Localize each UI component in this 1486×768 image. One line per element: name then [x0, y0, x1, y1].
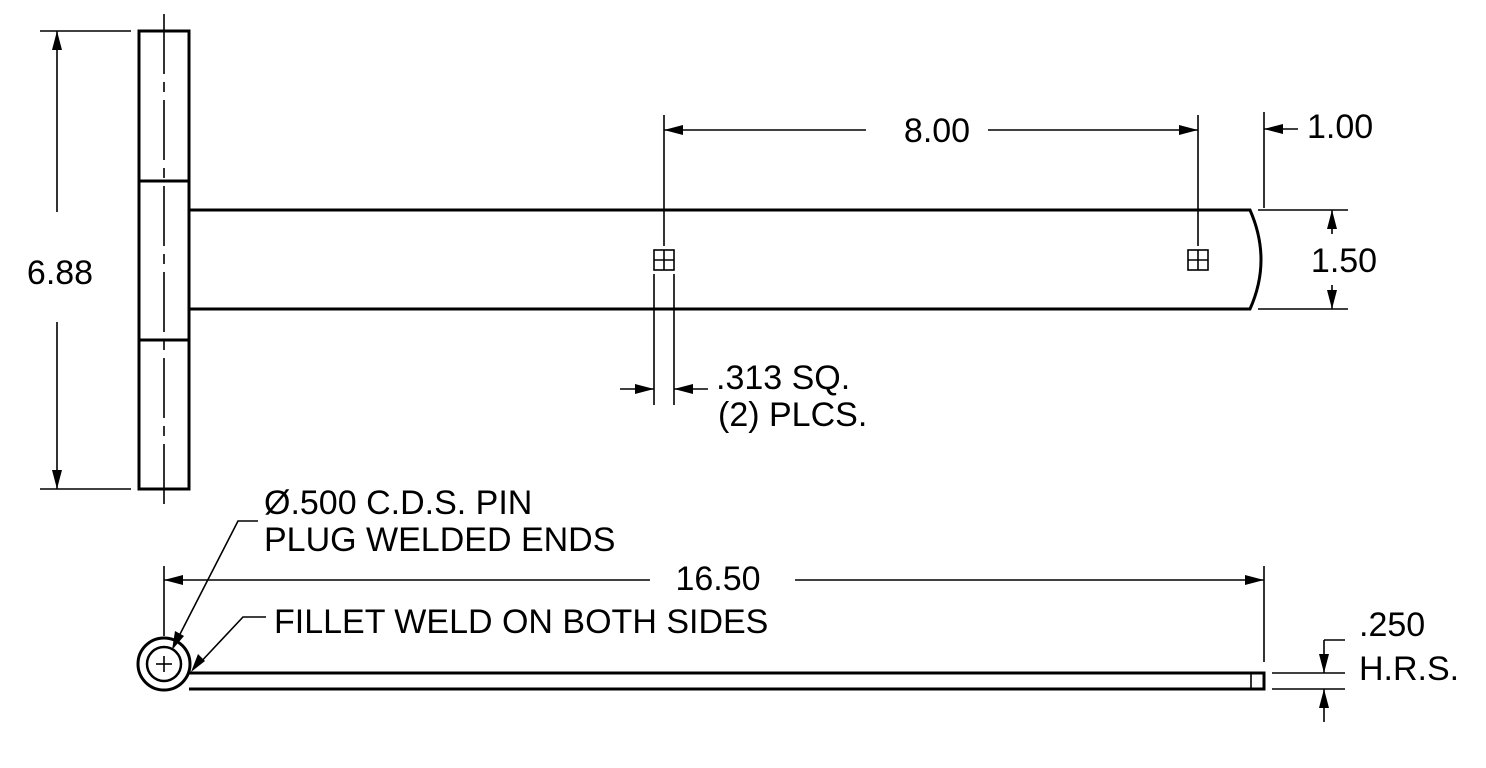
dim-overall-height: 6.88 [27, 30, 131, 490]
pin-note-line1: Ø.500 C.D.S. PIN [264, 484, 532, 522]
weld-note-text: FILLET WELD ON BOTH SIDES [274, 603, 768, 641]
square-hole-left [653, 249, 675, 271]
barrel-outer-circle [136, 636, 192, 692]
pin-circle [145, 645, 183, 683]
dim-16-50-label: 16.50 [675, 560, 760, 598]
dim-8-00-label: 8.00 [904, 112, 970, 150]
side-view: 16.50 .250 H.R.S. Ø.500 C.D.S. PIN PLUG … [136, 484, 1459, 722]
dim-hole-size: .313 SQ. (2) PLCS. [620, 274, 867, 434]
dim-strap-width: 1.50 [1258, 209, 1377, 310]
weld-note: FILLET WELD ON BOTH SIDES [191, 603, 768, 672]
pin-note-line2: PLUG WELDED ENDS [264, 521, 615, 559]
dim-end-offset: 1.00 [1263, 108, 1373, 208]
dim-1-00-label: 1.00 [1307, 108, 1373, 146]
dim-hole-size-line2: (2) PLCS. [718, 396, 867, 434]
dim-6-88-label: 6.88 [27, 254, 93, 292]
square-hole-right [1187, 249, 1209, 271]
dim-hole-spacing: 8.00 [663, 112, 1199, 246]
dim-thickness-line1: .250 [1359, 606, 1425, 644]
dim-thickness: .250 H.R.S. [1272, 606, 1459, 722]
dim-hole-size-line1: .313 SQ. [716, 359, 850, 397]
pin-note: Ø.500 C.D.S. PIN PLUG WELDED ENDS [172, 484, 615, 650]
top-view: 6.88 8.00 1.00 1.50 [27, 14, 1377, 505]
dim-overall-length: 16.50 [163, 560, 1265, 662]
strap-side-outline [189, 671, 1266, 691]
dim-1-50-label: 1.50 [1311, 242, 1377, 280]
dim-thickness-line2: H.R.S. [1359, 650, 1459, 688]
strap-outline [189, 208, 1263, 311]
